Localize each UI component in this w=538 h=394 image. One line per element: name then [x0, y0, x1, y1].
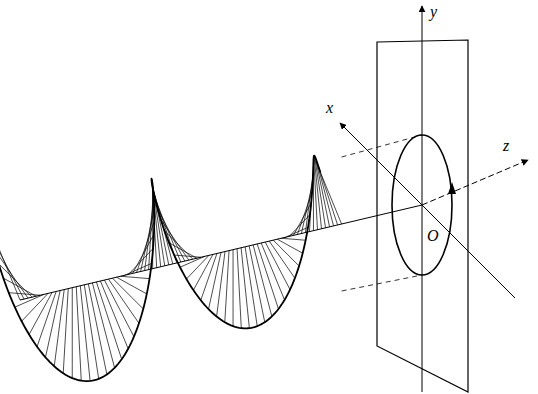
field-vector [217, 252, 225, 317]
field-vector [80, 286, 90, 381]
polarization-ellipse [392, 135, 452, 275]
field-vector [193, 254, 213, 290]
field-vector [245, 247, 257, 326]
field-vector [320, 172, 341, 224]
rotation-arrow [448, 182, 456, 194]
field-vector [277, 239, 302, 253]
field-vector [225, 251, 229, 323]
field-vector [165, 231, 193, 259]
field-vector [116, 277, 146, 294]
axis-label: y [430, 4, 437, 20]
field-vector [72, 288, 73, 378]
field-vector [104, 280, 134, 337]
projection-line [342, 135, 422, 157]
field-vector [92, 283, 114, 368]
field-vector [15, 294, 44, 307]
field-vector [201, 253, 217, 300]
field-vector [63, 289, 68, 374]
field-vector [233, 250, 234, 326]
field-vector [0, 250, 28, 298]
field-vector [121, 276, 150, 278]
field-vector [180, 256, 205, 267]
z-axis [422, 160, 528, 205]
helix-curve [0, 156, 320, 381]
field-vector [76, 287, 81, 381]
field-vector [112, 278, 143, 309]
field-vector [209, 253, 221, 310]
field-vector [9, 293, 40, 296]
field-vector [155, 200, 181, 262]
field-vector [96, 282, 121, 359]
field-vector [315, 158, 329, 227]
x-axis [340, 123, 515, 298]
field-vector [241, 248, 249, 328]
field-vector [315, 156, 326, 228]
field-vector [45, 291, 60, 358]
field-vector [100, 281, 128, 349]
field-vector [261, 243, 284, 300]
field-vector [125, 263, 152, 275]
field-vector [0, 227, 20, 300]
axis-label: x [326, 100, 333, 116]
field-helix [0, 135, 422, 381]
field-vector [37, 291, 56, 346]
axis-label: z [503, 138, 509, 154]
origin-label: O [427, 228, 439, 244]
field-vector [249, 246, 265, 322]
field-vector [161, 219, 189, 260]
field-vector [108, 279, 139, 323]
field-vector [237, 249, 241, 328]
field-vector [281, 238, 305, 240]
y-axis [422, 6, 423, 392]
field-vector [174, 255, 201, 257]
field-vector [54, 290, 64, 367]
projection-line [342, 275, 422, 291]
